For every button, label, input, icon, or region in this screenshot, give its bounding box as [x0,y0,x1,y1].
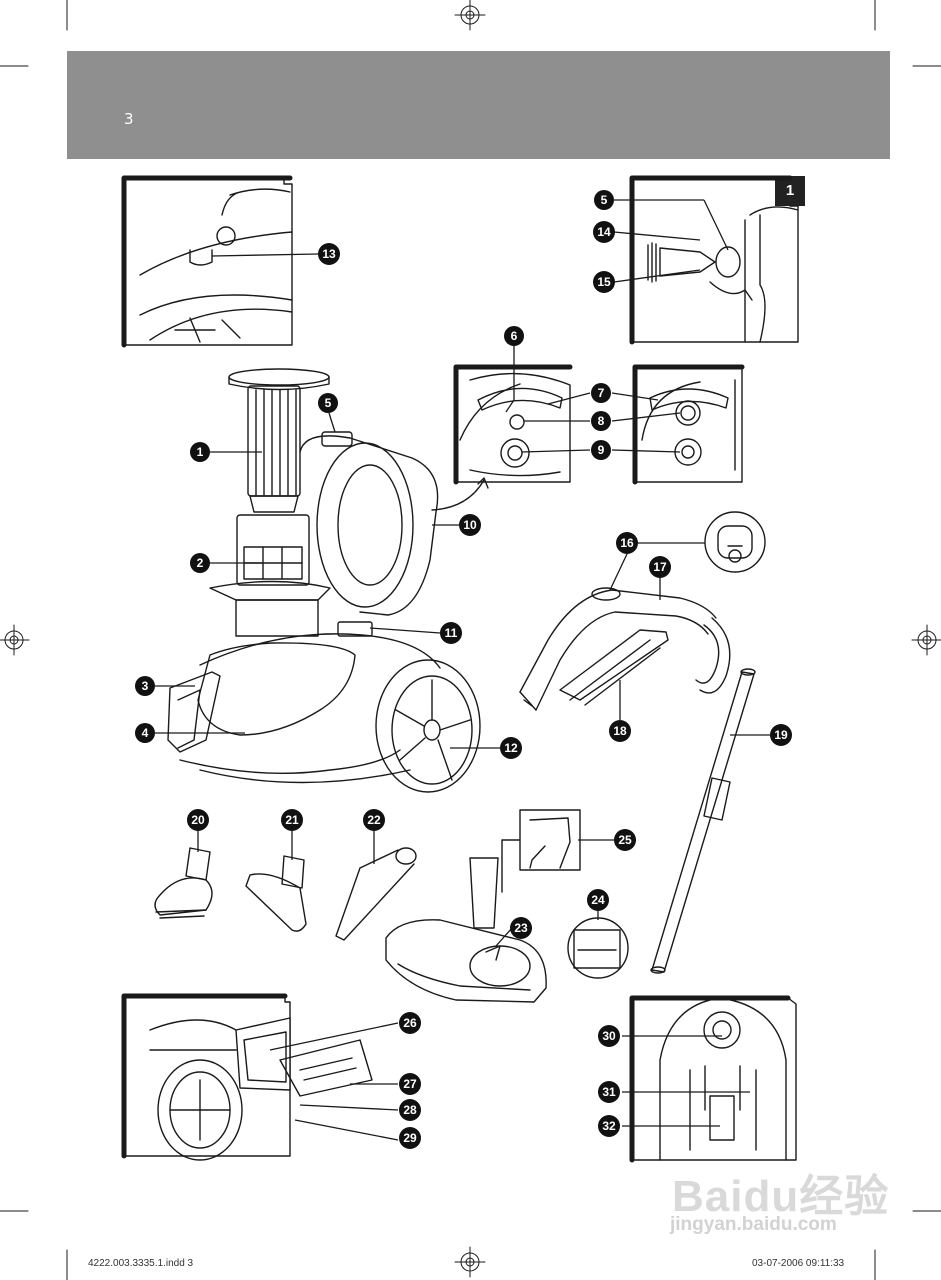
callout-21: 21 [281,809,303,831]
callout-27-label: 27 [403,1077,417,1091]
callout-4: 4 [135,723,155,743]
callout-8: 8 [591,411,611,431]
callout-8-label: 8 [598,414,605,428]
callout-3: 3 [135,676,155,696]
callout-9: 9 [591,440,611,460]
callout-19: 19 [770,724,792,746]
header-bar [67,51,890,159]
callout-14-label: 14 [597,225,611,239]
callout-2: 2 [190,553,210,573]
callout-20-label: 20 [191,813,205,827]
callout-30-label: 30 [602,1029,616,1043]
callout-17-label: 17 [653,560,667,574]
inset-control-panel [453,364,573,485]
callout-16-label: 16 [620,536,634,550]
callout-28: 28 [399,1099,421,1121]
callout-30: 30 [598,1025,620,1047]
callout-22-label: 22 [367,813,381,827]
callout-32: 32 [598,1115,620,1137]
hose-handle [519,511,766,711]
panel-arrow-head [477,477,489,489]
callout-23-label: 23 [514,921,528,935]
figure-tag: 1 [775,176,805,206]
callout-6-label: 6 [511,329,518,343]
callout-15-label: 15 [597,275,611,289]
callout-20: 20 [187,809,209,831]
callout-9-label: 9 [598,443,605,457]
callout-5-main: 5 [318,393,338,413]
crevice-nozzle-long [335,847,417,941]
footer-file-info: 4222.003.3335.1.indd 3 [88,1258,194,1269]
callout-10-label: 10 [463,518,477,532]
callout-5-inset: 5 [594,190,614,210]
callout-12: 12 [500,737,522,759]
callout-24: 24 [587,889,609,911]
callout-26: 26 [399,1012,421,1034]
callout-13-label: 13 [322,247,336,261]
callout-10: 10 [459,514,481,536]
callout-17: 17 [649,556,671,578]
footer-timestamp: 03-07-2006 09:11:33 [752,1258,845,1269]
registration-mark-left [0,624,30,656]
callout-21-label: 21 [285,813,299,827]
callout-18: 18 [609,720,631,742]
registration-mark-right [911,624,941,656]
callout-14: 14 [593,221,615,243]
callout-11: 11 [440,622,462,644]
callout-1-label: 1 [197,445,204,459]
page-number: 3 [124,110,134,128]
callout-29-label: 29 [403,1131,417,1145]
callout-3-label: 3 [142,679,149,693]
registration-mark-bottom [454,1246,486,1278]
callout-31-label: 31 [602,1085,616,1099]
crevice-nozzle-wide [245,855,307,932]
callout-27: 27 [399,1073,421,1095]
callout-25: 25 [614,829,636,851]
callout-6: 6 [504,326,524,346]
watermark-url: jingyan.baidu.com [670,1214,837,1235]
callout-16: 16 [616,532,638,554]
callout-1: 1 [190,442,210,462]
callout-2-label: 2 [197,556,204,570]
callout-7-label: 7 [598,386,605,400]
registration-mark-top [454,0,486,31]
callout-26-label: 26 [403,1016,417,1030]
panel-arrow [431,479,485,511]
callout-4-label: 4 [142,726,149,740]
callout-28-label: 28 [403,1103,417,1117]
callout-19-label: 19 [774,728,788,742]
callout-23: 23 [510,917,532,939]
small-brush-nozzle [154,847,213,919]
callout-32-label: 32 [602,1119,616,1133]
callout-24-label: 24 [591,893,605,907]
callout-29: 29 [399,1127,421,1149]
callout-31: 31 [598,1081,620,1103]
inset-frame-rear-view [629,995,797,1163]
telescopic-tube [650,668,756,974]
inset-frame-latch [121,175,293,348]
inset-frame-hose-connection [629,175,799,345]
callout-5-main-label: 5 [325,396,332,410]
inset-control-panel-alt [632,364,745,485]
callout-12-label: 12 [504,741,518,755]
callout-11-label: 11 [445,626,458,640]
callout-15: 15 [593,271,615,293]
inset-frame-filter-grille [121,993,373,1161]
vacuum-main-unit [167,368,481,793]
callout-13: 13 [318,243,340,265]
callout-25-label: 25 [618,833,632,847]
leader-lines [155,199,770,1141]
callout-7: 7 [591,383,611,403]
callout-22: 22 [363,809,385,831]
callout-5-inset-label: 5 [601,193,608,207]
floor-nozzle [385,809,629,1003]
callout-18-label: 18 [613,724,627,738]
watermark-logo: Baidu经验 [672,1172,890,1221]
